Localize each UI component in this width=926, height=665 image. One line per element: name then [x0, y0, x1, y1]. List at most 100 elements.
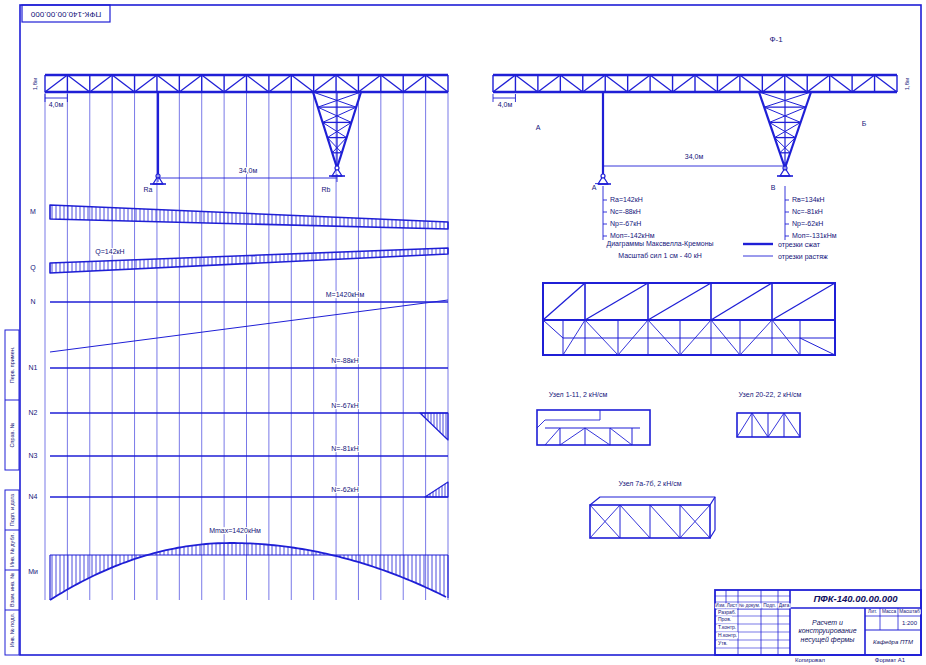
diagram-hatch	[344, 555, 345, 558]
diagram-hatch	[264, 255, 265, 263]
diagram-hatch	[228, 256, 229, 264]
drawing-label: N=-88кН	[330, 357, 359, 365]
cremona-line	[563, 337, 835, 338]
truss-post	[179, 75, 180, 92]
truss-post	[672, 75, 673, 92]
diagram-hatch	[336, 555, 337, 556]
force-diagram	[50, 300, 448, 352]
designation-tab	[22, 5, 110, 22]
diagram-hatch	[220, 257, 221, 265]
tower-brace	[780, 138, 796, 153]
truss-post	[380, 75, 381, 92]
diagram-hatch	[120, 208, 121, 221]
diagram-hatch	[148, 259, 149, 268]
diagram-hatch	[356, 555, 357, 561]
label-text: 34,0м	[238, 167, 258, 174]
diagram-hatch	[240, 543, 241, 555]
diagram-hatch	[212, 212, 213, 223]
diagram-hatch	[408, 250, 409, 256]
diagram-hatch	[436, 221, 437, 228]
diagram-hatch	[92, 261, 93, 271]
diagram-hatch	[168, 259, 169, 268]
diagram-hatch	[56, 205, 57, 219]
cremona-line	[740, 320, 772, 355]
drawing-label: Q	[29, 264, 36, 272]
cremona-line	[585, 320, 586, 355]
diagram-hatch	[212, 544, 213, 555]
tower-brace	[318, 92, 361, 107]
label-text: В	[770, 184, 777, 191]
diagram-hatch	[430, 494, 431, 497]
truss-post	[515, 75, 516, 92]
diagram-hatch	[84, 555, 85, 581]
truss-diagonal	[179, 75, 201, 92]
drawing-label: Узел 20-22, 2 кН/см	[738, 391, 803, 399]
tower-strut	[769, 122, 800, 123]
truss-diagonal	[224, 75, 246, 92]
diagram-hatch	[132, 260, 133, 269]
diagram-hatch	[184, 547, 185, 555]
drawing-label: N=-81кН	[330, 445, 359, 453]
diagram-hatch	[100, 207, 101, 220]
diagram-hatch	[432, 249, 433, 255]
truss-diagonal	[762, 75, 784, 92]
diagram-hatch	[442, 486, 443, 497]
diagram-hatch	[116, 208, 117, 221]
title-block-line	[864, 608, 866, 655]
tower-leg	[785, 92, 811, 168]
truss-diagonal	[112, 75, 134, 92]
diagram-hatch	[236, 213, 237, 224]
reaction-tick	[785, 236, 789, 237]
truss-diagonal	[426, 75, 448, 92]
diagram-hatch	[431, 413, 432, 424]
label-text: Утв.	[717, 640, 729, 646]
diagram-hatch	[100, 555, 101, 573]
diagram-hatch	[372, 555, 373, 566]
drawing-label: М=1420кНм	[325, 291, 365, 299]
diagram-baseline	[50, 367, 448, 369]
label-text: N1	[28, 364, 39, 371]
moment-curve	[50, 543, 446, 600]
diagram-hatch	[336, 217, 337, 226]
drawing-label: Узел 1-11, 2 кН/см	[548, 391, 608, 399]
truss-diagonal	[336, 75, 358, 92]
drawing-label: Mmax=1420кНм	[208, 527, 262, 535]
sheet-frame	[20, 5, 921, 655]
drawing-label: N=-67кН	[330, 402, 359, 410]
diagram-hatch	[396, 220, 397, 228]
title-block-cell: Кафедра ПТМ	[865, 630, 921, 655]
title-block-line	[865, 616, 921, 617]
diagram-hatch	[192, 211, 193, 223]
diagram-hatch	[88, 555, 89, 578]
diagram-hatch	[252, 255, 253, 263]
truss-diagonal	[538, 75, 560, 92]
dimension-tick	[515, 94, 516, 102]
dimension-tick	[67, 94, 68, 102]
truss-diagonal	[628, 75, 650, 92]
drawing-label: Разраб.	[717, 610, 737, 616]
diagram-hatch	[208, 212, 209, 223]
truss-diagonal	[67, 75, 89, 92]
drawing-label: Mоп=-142кНм	[609, 232, 656, 240]
truss-post	[425, 75, 426, 92]
node-diagram-line	[710, 497, 715, 505]
drawing-label: Утв.	[717, 641, 729, 647]
diagram-hatch	[268, 214, 269, 224]
title-block-line	[761, 609, 762, 655]
diagram-hatch	[172, 258, 173, 267]
truss-post	[874, 75, 875, 92]
diagram-hatch	[160, 259, 161, 268]
dimension-line	[45, 98, 67, 99]
drawing-label: Лист	[726, 603, 738, 608]
diagram-hatch	[300, 549, 301, 555]
diagram-hatch	[444, 555, 445, 596]
diagram-hatch	[124, 555, 125, 563]
diagram-hatch	[80, 206, 81, 219]
truss-diagonal	[202, 75, 224, 92]
diagram-hatch	[240, 256, 241, 264]
node-diagram	[590, 505, 710, 538]
diagram-hatch	[120, 555, 121, 564]
diagram-hatch	[432, 555, 433, 590]
reaction-tick	[785, 200, 789, 201]
